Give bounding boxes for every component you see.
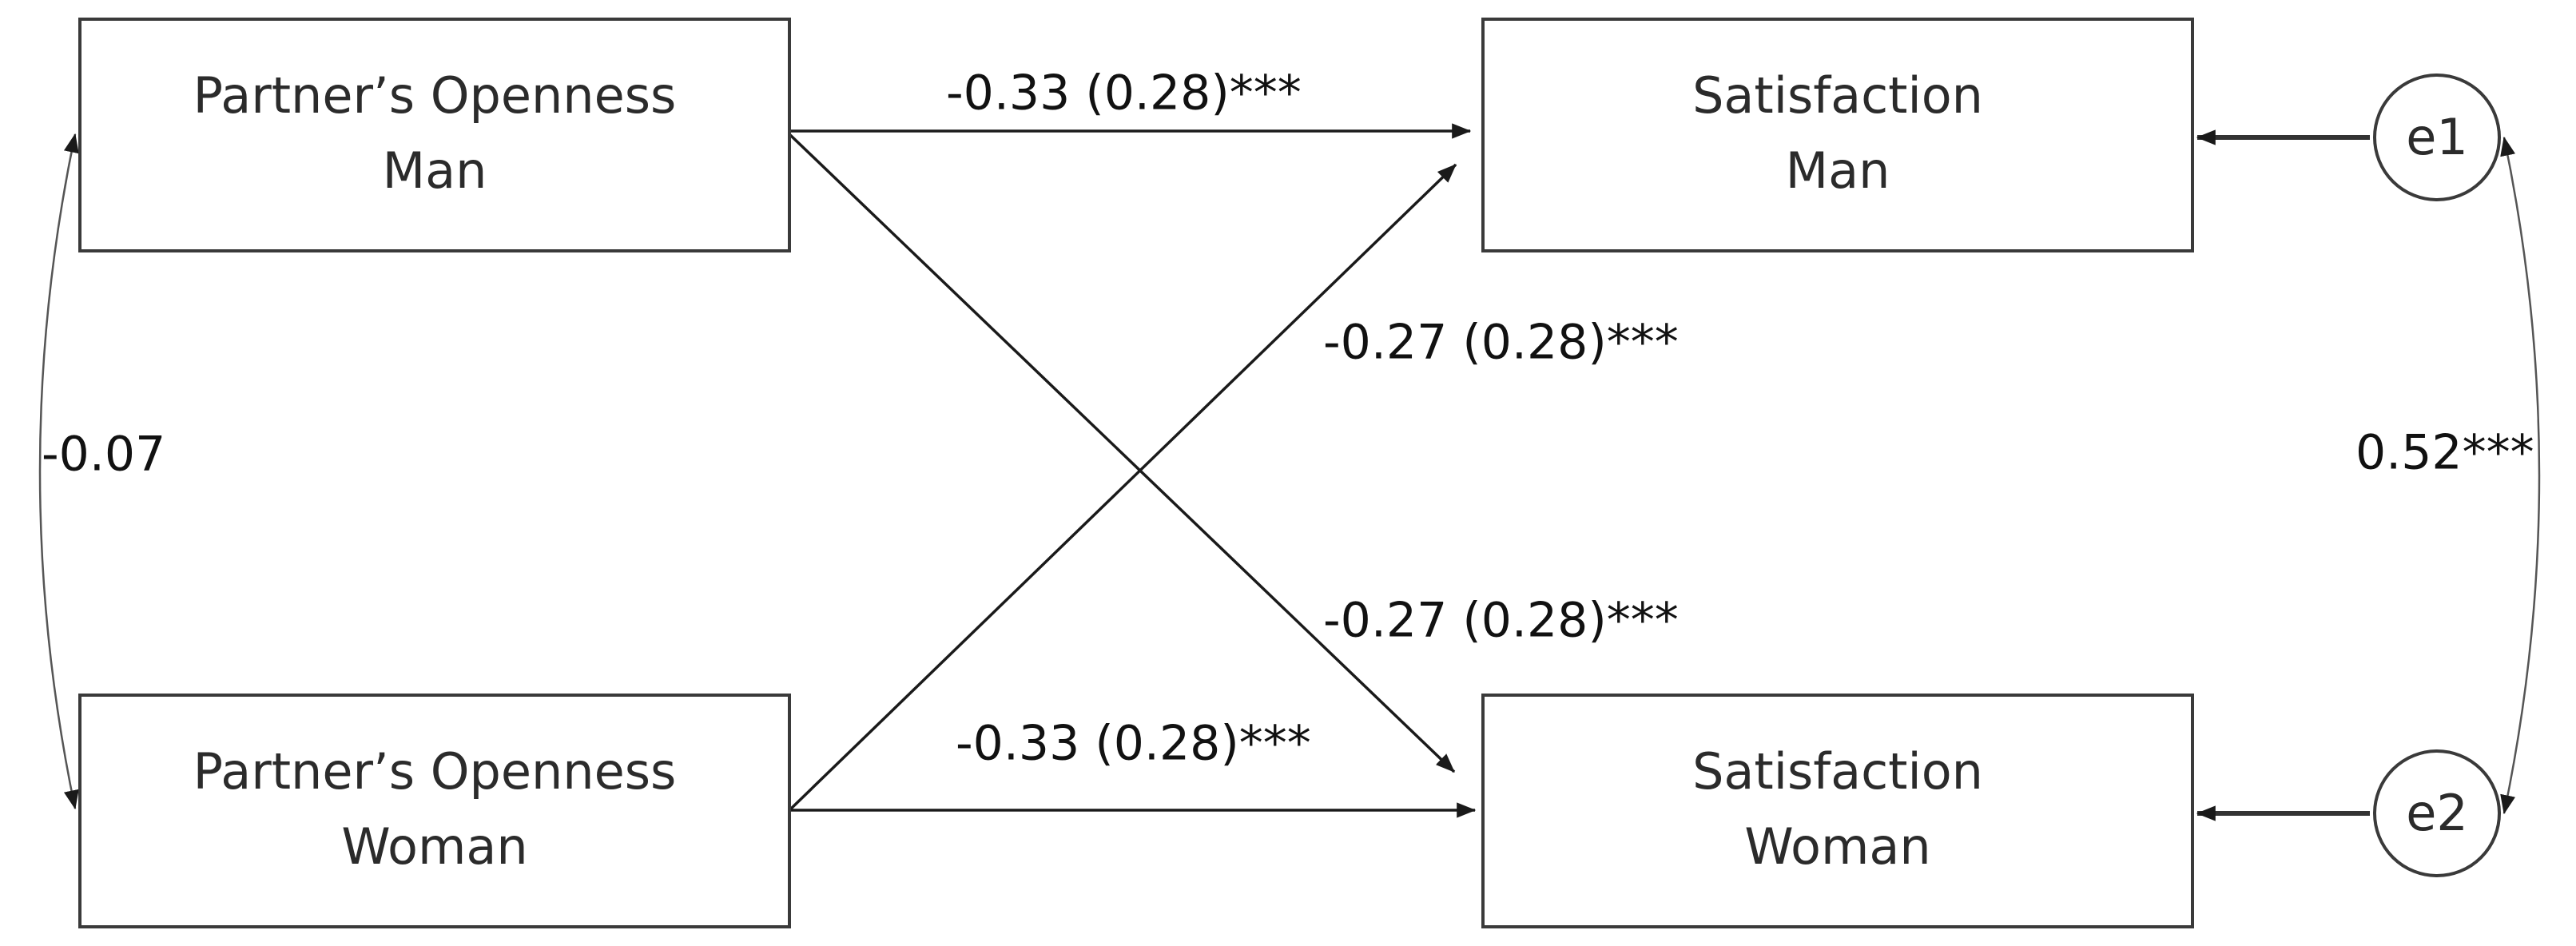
coef-openness-man-to-satisfaction-man: -0.33 (0.28)*** <box>946 66 1302 121</box>
node-satisfaction-woman-line2: Woman <box>1744 817 1930 876</box>
node-error-e2-label: e2 <box>2406 784 2468 842</box>
covariance-arc-openness <box>38 133 79 810</box>
node-error-e1-label: e1 <box>2406 108 2468 166</box>
node-openness-woman-line2: Woman <box>341 817 527 876</box>
node-openness-man-line2: Man <box>383 141 487 200</box>
node-satisfaction-man-line1: Satisfaction <box>1692 66 1983 125</box>
node-openness-man: Partner’s Openness Man <box>78 18 791 252</box>
node-satisfaction-woman-line1: Satisfaction <box>1692 742 1983 801</box>
covariance-arcs <box>38 133 2541 815</box>
cov-openness-label: -0.07 <box>42 427 165 483</box>
node-satisfaction-woman: Satisfaction Woman <box>1481 694 2194 928</box>
arrow-openness-woman-to-satisfaction-man <box>788 163 1457 812</box>
node-satisfaction-man-line2: Man <box>1786 141 1890 200</box>
cov-errors-label: 0.52*** <box>2355 425 2534 481</box>
coef-openness-man-to-satisfaction-woman: -0.27 (0.28)*** <box>1323 593 1679 649</box>
node-openness-woman-line1: Partner’s Openness <box>193 742 677 801</box>
node-openness-man-line1: Partner’s Openness <box>193 66 677 125</box>
arrow-openness-man-to-satisfaction-woman <box>788 133 1456 773</box>
path-arrows <box>788 123 2370 821</box>
coef-openness-woman-to-satisfaction-man: -0.27 (0.28)*** <box>1323 315 1679 371</box>
node-error-e2: e2 <box>2373 749 2501 877</box>
covariance-arc-errors <box>2500 136 2541 815</box>
coef-openness-woman-to-satisfaction-woman: -0.33 (0.28)*** <box>956 716 1311 772</box>
node-satisfaction-man: Satisfaction Man <box>1481 18 2194 252</box>
node-openness-woman: Partner’s Openness Woman <box>78 694 791 928</box>
node-error-e1: e1 <box>2373 74 2501 201</box>
